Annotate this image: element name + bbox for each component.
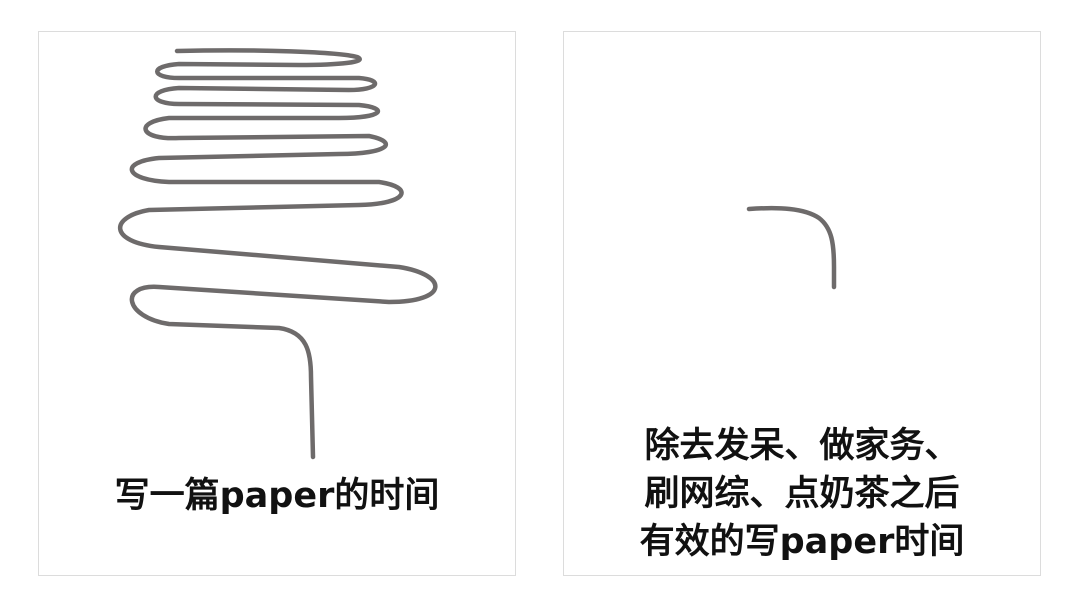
right-caption-line-1: 除去发呆、做家务、 — [644, 426, 960, 466]
right-caption-line-2: 刷网综、点奶茶之后 — [644, 474, 960, 514]
short-scribble-line — [746, 205, 837, 290]
left-caption: 写一篇paper的时间 — [114, 476, 440, 516]
right-caption: 除去发呆、做家务、 刷网综、点奶茶之后 有效的写paper时间 — [564, 422, 1040, 566]
right-caption-line-3: 有效的写paper时间 — [639, 522, 965, 562]
long-scribble-line — [117, 48, 438, 460]
left-panel: 写一篇paper的时间 — [38, 31, 516, 576]
right-panel: 除去发呆、做家务、 刷网综、点奶茶之后 有效的写paper时间 — [563, 31, 1041, 576]
